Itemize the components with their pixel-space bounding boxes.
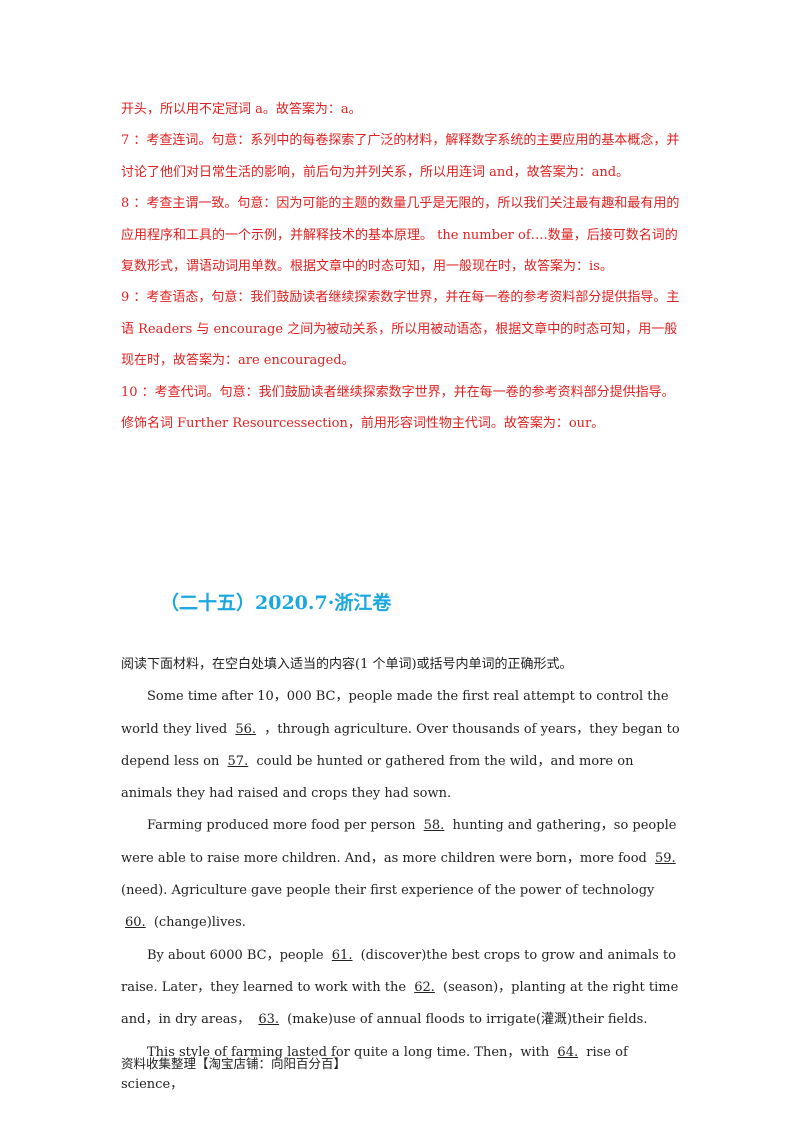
answer-line-a: 开头，所以用不定冠词 a。故答案为：a。: [121, 102, 362, 117]
p2-text-a: Farming produced more food per person: [147, 818, 416, 834]
p2-text-c: (need). Agriculture gave people their fi…: [121, 883, 655, 899]
p3-text-d: (make)use of annual floods to irrigate(灌…: [287, 1012, 648, 1028]
blank-63: 63.: [258, 1012, 280, 1028]
instructions: 阅读下面材料，在空白处填入适当的内容(1 个单词)或括号内单词的正确形式。: [121, 657, 573, 672]
p1-text-a: Some time after 10，000 BC，people made th…: [121, 689, 669, 737]
section-title: （二十五）2020.7·浙江卷: [160, 592, 392, 614]
paragraph-1: Some time after 10，000 BC，people made th…: [121, 681, 681, 810]
blank-56: 56.: [235, 721, 257, 737]
p1-text-b: ，through agriculture. Over thousands of …: [121, 721, 680, 769]
blank-57: 57.: [227, 753, 249, 769]
blank-61: 61.: [331, 947, 353, 963]
paragraph-4: This style of farming lasted for quite a…: [121, 1037, 681, 1102]
blank-60: 60.: [125, 915, 146, 931]
footer-note: 资料收集整理【淘宝店铺：向阳百分百】: [121, 1056, 347, 1071]
p2-text-b: hunting and gathering，so people were abl…: [121, 818, 677, 866]
blank-64: 64.: [557, 1044, 579, 1060]
blank-58: 58.: [423, 818, 445, 834]
blank-59: 59.: [655, 850, 676, 866]
p4-text-b: rise of science，: [121, 1044, 628, 1092]
answer-8: 8 ：考查主谓一致。句意：因为可能的主题的数量几乎是无限的，所以我们关注最有趣和…: [121, 196, 680, 275]
p1-text-c: could be hunted or gathered from the wil…: [121, 753, 634, 802]
blank-62: 62.: [414, 979, 435, 995]
p3-text-a: By about 6000 BC，people: [147, 947, 324, 963]
answer-10: 10 ：考查代词。句意：我们鼓励读者继续探索数字世界，并在每一卷的参考资料部分提…: [121, 384, 675, 432]
passage: 阅读下面材料，在空白处填入适当的内容(1 个单词)或括号内单词的正确形式。 So…: [121, 649, 681, 1101]
paragraph-3: By about 6000 BC，people 61. (discover)th…: [121, 940, 681, 1037]
answer-7: 7 ：考查连词。句意：系列中的每卷探索了广泛的材料，解释数字系统的主要应用的基本…: [121, 133, 680, 180]
answer-9: 9 ：考查语态，句意：我们鼓励读者继续探索数字世界，并在每一卷的参考资料部分提供…: [121, 290, 680, 369]
paragraph-2: Farming produced more food per person 58…: [121, 810, 681, 939]
answer-explanations: 开头，所以用不定冠词 a。故答案为：a。 7 ：考查连词。句意：系列中的每卷探索…: [121, 94, 681, 439]
p3-text-c: (season)，planting at the right time and，…: [121, 979, 679, 1028]
p2-text-d: (change)lives.: [153, 915, 246, 931]
p3-text-b: (discover)the best crops to grow and ani…: [121, 947, 676, 995]
p4-text-a: This style of farming lasted for quite a…: [147, 1044, 550, 1060]
